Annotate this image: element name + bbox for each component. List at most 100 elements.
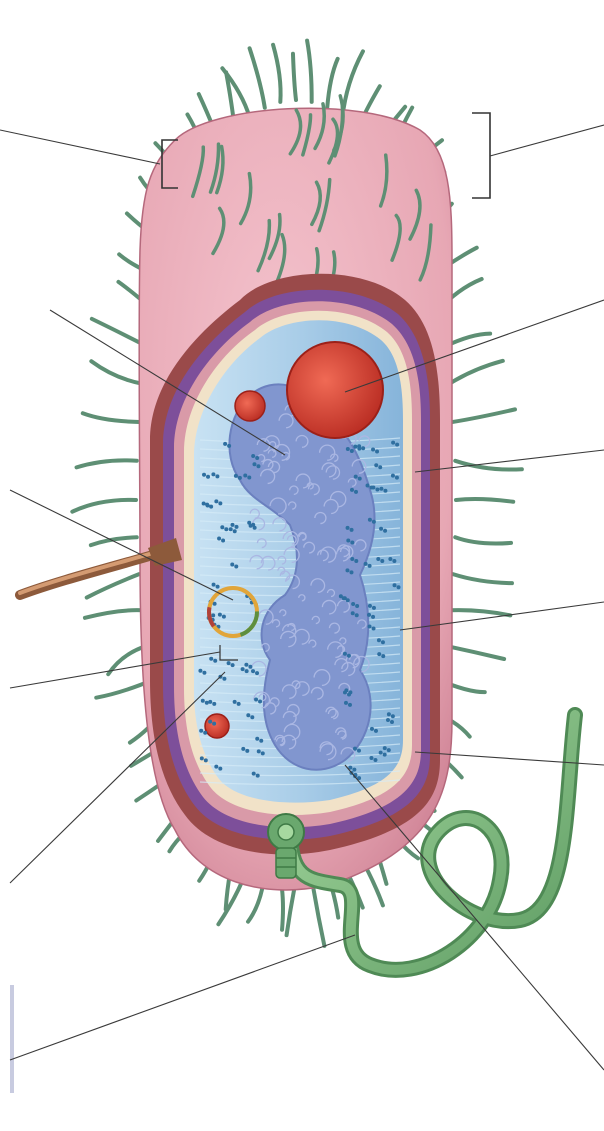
ribosome — [391, 714, 395, 718]
ribosome — [346, 447, 350, 451]
ribosome — [250, 715, 254, 719]
ribosome — [376, 557, 380, 561]
pilus — [449, 610, 510, 615]
ribosome — [216, 585, 220, 589]
ribosome — [202, 671, 206, 675]
ribosome — [368, 624, 372, 628]
ribosome — [379, 527, 383, 531]
ribosome — [211, 472, 215, 476]
leader-line-capsule-left — [0, 130, 160, 164]
ribosome — [391, 474, 395, 478]
ribosome — [383, 746, 387, 750]
ribosome — [218, 767, 222, 771]
ribosome — [202, 473, 206, 477]
pilus — [91, 361, 143, 384]
ribosome — [395, 476, 399, 480]
ribosome — [247, 476, 251, 480]
ribosome — [222, 615, 226, 619]
ribosome — [227, 444, 231, 448]
ribosome — [202, 501, 206, 505]
ribosome — [388, 557, 392, 561]
bracket-right — [472, 113, 490, 198]
ribosome — [357, 749, 361, 753]
ribosome — [198, 669, 202, 673]
ribosome — [241, 747, 245, 751]
ribosome — [212, 583, 216, 587]
ribosome — [353, 445, 357, 449]
ribosome — [259, 739, 263, 743]
ribosome — [261, 751, 265, 755]
ribosome — [377, 638, 381, 642]
ribosome — [256, 464, 260, 468]
ribosome — [383, 489, 387, 493]
ribosome — [199, 729, 203, 733]
ribosome — [251, 669, 255, 673]
storage-granule-large — [287, 342, 383, 438]
ribosome — [204, 758, 208, 762]
ribosome — [368, 518, 372, 522]
leader-line-flagellum — [10, 935, 355, 1060]
ribosome — [218, 501, 222, 505]
ribosome — [206, 475, 210, 479]
ribosome — [354, 475, 358, 479]
ribosome — [214, 499, 218, 503]
pilus — [72, 500, 136, 512]
ribosome — [366, 483, 370, 487]
ribosome — [245, 669, 249, 673]
ribosome — [348, 703, 352, 707]
ribosome — [392, 559, 396, 563]
ribosome — [380, 559, 384, 563]
ribosome — [221, 539, 225, 543]
ribosome — [364, 562, 368, 566]
ribosome — [234, 474, 238, 478]
ribosome — [349, 570, 353, 574]
ribosome — [218, 613, 222, 617]
pilus — [327, 59, 337, 108]
ribosome — [258, 699, 262, 703]
ribosome — [351, 602, 355, 606]
ribosome — [248, 665, 252, 669]
ribosome — [372, 626, 376, 630]
ribosome — [200, 756, 204, 760]
pilus — [453, 409, 515, 422]
ribosome — [370, 485, 374, 489]
ribosome — [215, 474, 219, 478]
ribosome — [345, 568, 349, 572]
ribosome — [251, 454, 255, 458]
ribosome — [208, 720, 212, 724]
ribosome — [244, 663, 248, 667]
ribosome — [344, 701, 348, 705]
ribosome — [355, 604, 359, 608]
ribosome — [223, 442, 227, 446]
ribosome — [391, 441, 395, 445]
ribosome — [379, 487, 383, 491]
ribosome — [347, 654, 351, 658]
ribosome — [375, 488, 379, 492]
pilus — [453, 574, 512, 583]
pilus — [293, 54, 296, 100]
pilus — [273, 45, 281, 102]
ribosome — [355, 613, 359, 617]
ribosome — [255, 671, 259, 675]
ribosome — [358, 477, 362, 481]
ribosome — [372, 520, 376, 524]
pilus — [87, 574, 139, 597]
ribosome — [354, 559, 358, 563]
ribosome — [351, 611, 355, 615]
ribosome — [254, 697, 258, 701]
ribosome — [368, 604, 372, 608]
ribosome — [208, 700, 212, 704]
pilus — [85, 610, 143, 618]
ribosome — [373, 758, 377, 762]
ribosome — [367, 613, 371, 617]
ribosome — [397, 585, 401, 589]
ribosome — [370, 727, 374, 731]
ribosome — [211, 613, 215, 617]
ribosome — [350, 540, 354, 544]
ribosome — [377, 652, 381, 656]
ribosome — [381, 654, 385, 658]
pilus — [456, 499, 513, 502]
ribosome — [369, 756, 373, 760]
pilus — [455, 461, 522, 470]
ribosome — [230, 563, 234, 567]
